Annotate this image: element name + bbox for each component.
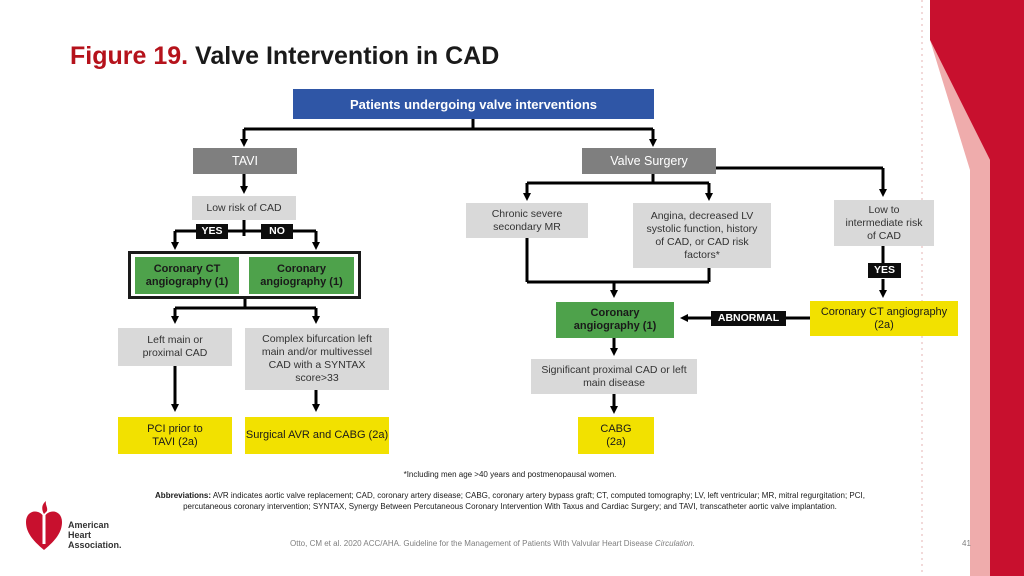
yes-tag-left: YES (196, 224, 228, 239)
coronary-ct-angiography-right: Coronary CT angiography (2a) (810, 301, 958, 336)
yes-tag-right: YES (868, 263, 901, 278)
root-node: Patients undergoing valve interventions (293, 89, 654, 119)
figure-title: Valve Intervention in CAD (195, 42, 500, 70)
citation-text: Otto, CM et al. 2020 ACC/AHA. Guideline … (290, 539, 653, 548)
significant-cad-node: Significant proximal CAD or left main di… (531, 359, 697, 394)
decorative-corner-shape (921, 0, 1024, 576)
citation: Otto, CM et al. 2020 ACC/AHA. Guideline … (290, 539, 695, 548)
figure-label: Figure 19. (70, 42, 189, 70)
logo-text-line2: Heart (68, 530, 92, 540)
page-title: Figure 19. Valve Intervention in CAD (70, 42, 499, 71)
coronary-angiography-center: Coronary angiography (1) (556, 302, 674, 338)
abbreviations: Abbreviations: AVR indicates aortic valv… (140, 490, 880, 512)
pci-prior-node: PCI prior to TAVI (2a) (118, 417, 232, 454)
logo-text-line3: Association. (68, 540, 122, 550)
tavi-node: TAVI (193, 148, 297, 174)
low-intermediate-node: Low to intermediate risk of CAD (834, 200, 934, 246)
complex-bifurcation-node: Complex bifurcation left main and/or mul… (245, 328, 389, 390)
no-tag-left: NO (261, 224, 293, 239)
page-number: 41 (962, 539, 971, 548)
heart-torch-icon (26, 501, 62, 550)
cabg-node: CABG (2a) (578, 417, 654, 454)
logo-text-line1: American (68, 520, 110, 530)
footnote: *Including men age >40 years and postmen… (403, 470, 617, 479)
chronic-mr-node: Chronic severe secondary MR (466, 203, 588, 238)
left-main-node: Left main or proximal CAD (118, 328, 232, 366)
abbreviations-label: Abbreviations: (155, 491, 212, 500)
coronary-ct-angiography-left: Coronary CT angiography (1) (135, 257, 239, 294)
green-group-frame (128, 251, 361, 299)
coronary-angiography-left: Coronary angiography (1) (249, 257, 354, 294)
aha-logo: American Heart Association. (24, 500, 134, 552)
citation-journal: Circulation. (654, 539, 695, 548)
angina-node: Angina, decreased LV systolic function, … (633, 203, 771, 268)
low-risk-cad-node: Low risk of CAD (192, 196, 296, 220)
abbreviations-text: AVR indicates aortic valve replacement; … (183, 491, 865, 511)
valve-surgery-node: Valve Surgery (582, 148, 716, 174)
abnormal-tag: ABNORMAL (711, 311, 786, 326)
surgical-avr-node: Surgical AVR and CABG (2a) (245, 417, 389, 454)
